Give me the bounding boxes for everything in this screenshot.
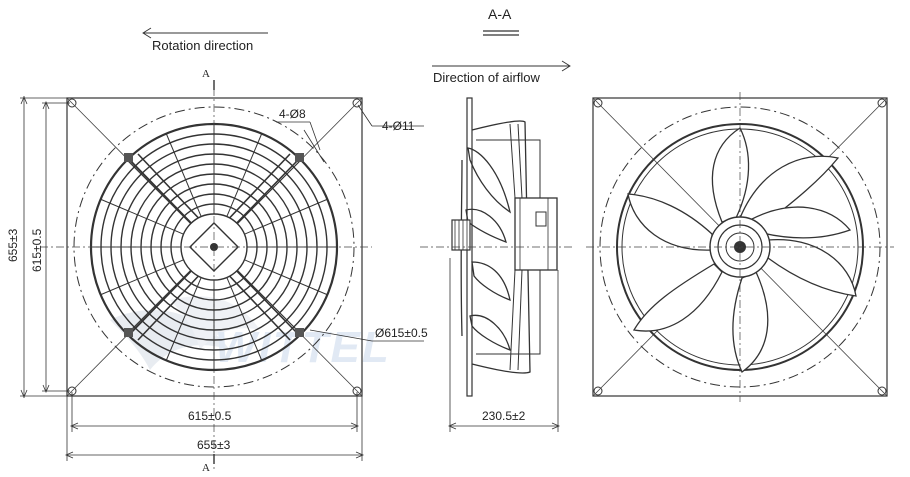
- rotation-direction-annotation: Rotation direction: [142, 27, 268, 53]
- dimension-outer-height: [20, 95, 68, 399]
- dimension-outer-width: [64, 396, 365, 461]
- hole-callout-small: 4-Ø8: [276, 107, 325, 163]
- section-marker-top: A: [202, 68, 215, 90]
- front-outer-ring: [73, 106, 355, 388]
- rear-view: [586, 92, 894, 402]
- ring-diameter-callout: Ø615±0.5: [309, 326, 428, 342]
- front-centerlines: [40, 88, 372, 470]
- section-letter-bottom: A: [202, 462, 210, 474]
- front-view: [40, 88, 372, 470]
- arrow-right-icon: [561, 60, 571, 72]
- inner-height-label: 615±0.5: [30, 228, 44, 272]
- rotation-direction-label: Rotation direction: [152, 38, 253, 53]
- section-marker-bottom: A: [202, 454, 215, 474]
- hole-small-label: 4-Ø8: [279, 107, 306, 121]
- rear-blades: [627, 127, 857, 373]
- airflow-direction-label: Direction of airflow: [433, 70, 541, 85]
- inner-width-label: 615±0.5: [188, 409, 232, 423]
- front-support-arms: [129, 153, 299, 341]
- outer-height-label: 655±3: [6, 228, 20, 262]
- side-support-rods: [509, 123, 523, 371]
- dimension-depth: [447, 258, 561, 432]
- arrow-left-icon: [142, 27, 152, 39]
- rear-corner-holes: [593, 98, 887, 396]
- section-title: A-A: [488, 6, 512, 22]
- hole-callout-large: 4-Ø11: [357, 104, 424, 133]
- front-arm-pads: [124, 153, 304, 337]
- dimension-inner-width: [69, 392, 360, 432]
- side-motor: [451, 197, 558, 271]
- dimension-inner-height: [42, 100, 70, 394]
- depth-label: 230.5±2: [482, 409, 526, 423]
- side-view: A-A Direction of airflow: [420, 6, 572, 397]
- outer-width-label: 655±3: [197, 438, 231, 452]
- ring-diameter-label: Ø615±0.5: [375, 326, 428, 340]
- section-letter-top: A: [202, 68, 210, 80]
